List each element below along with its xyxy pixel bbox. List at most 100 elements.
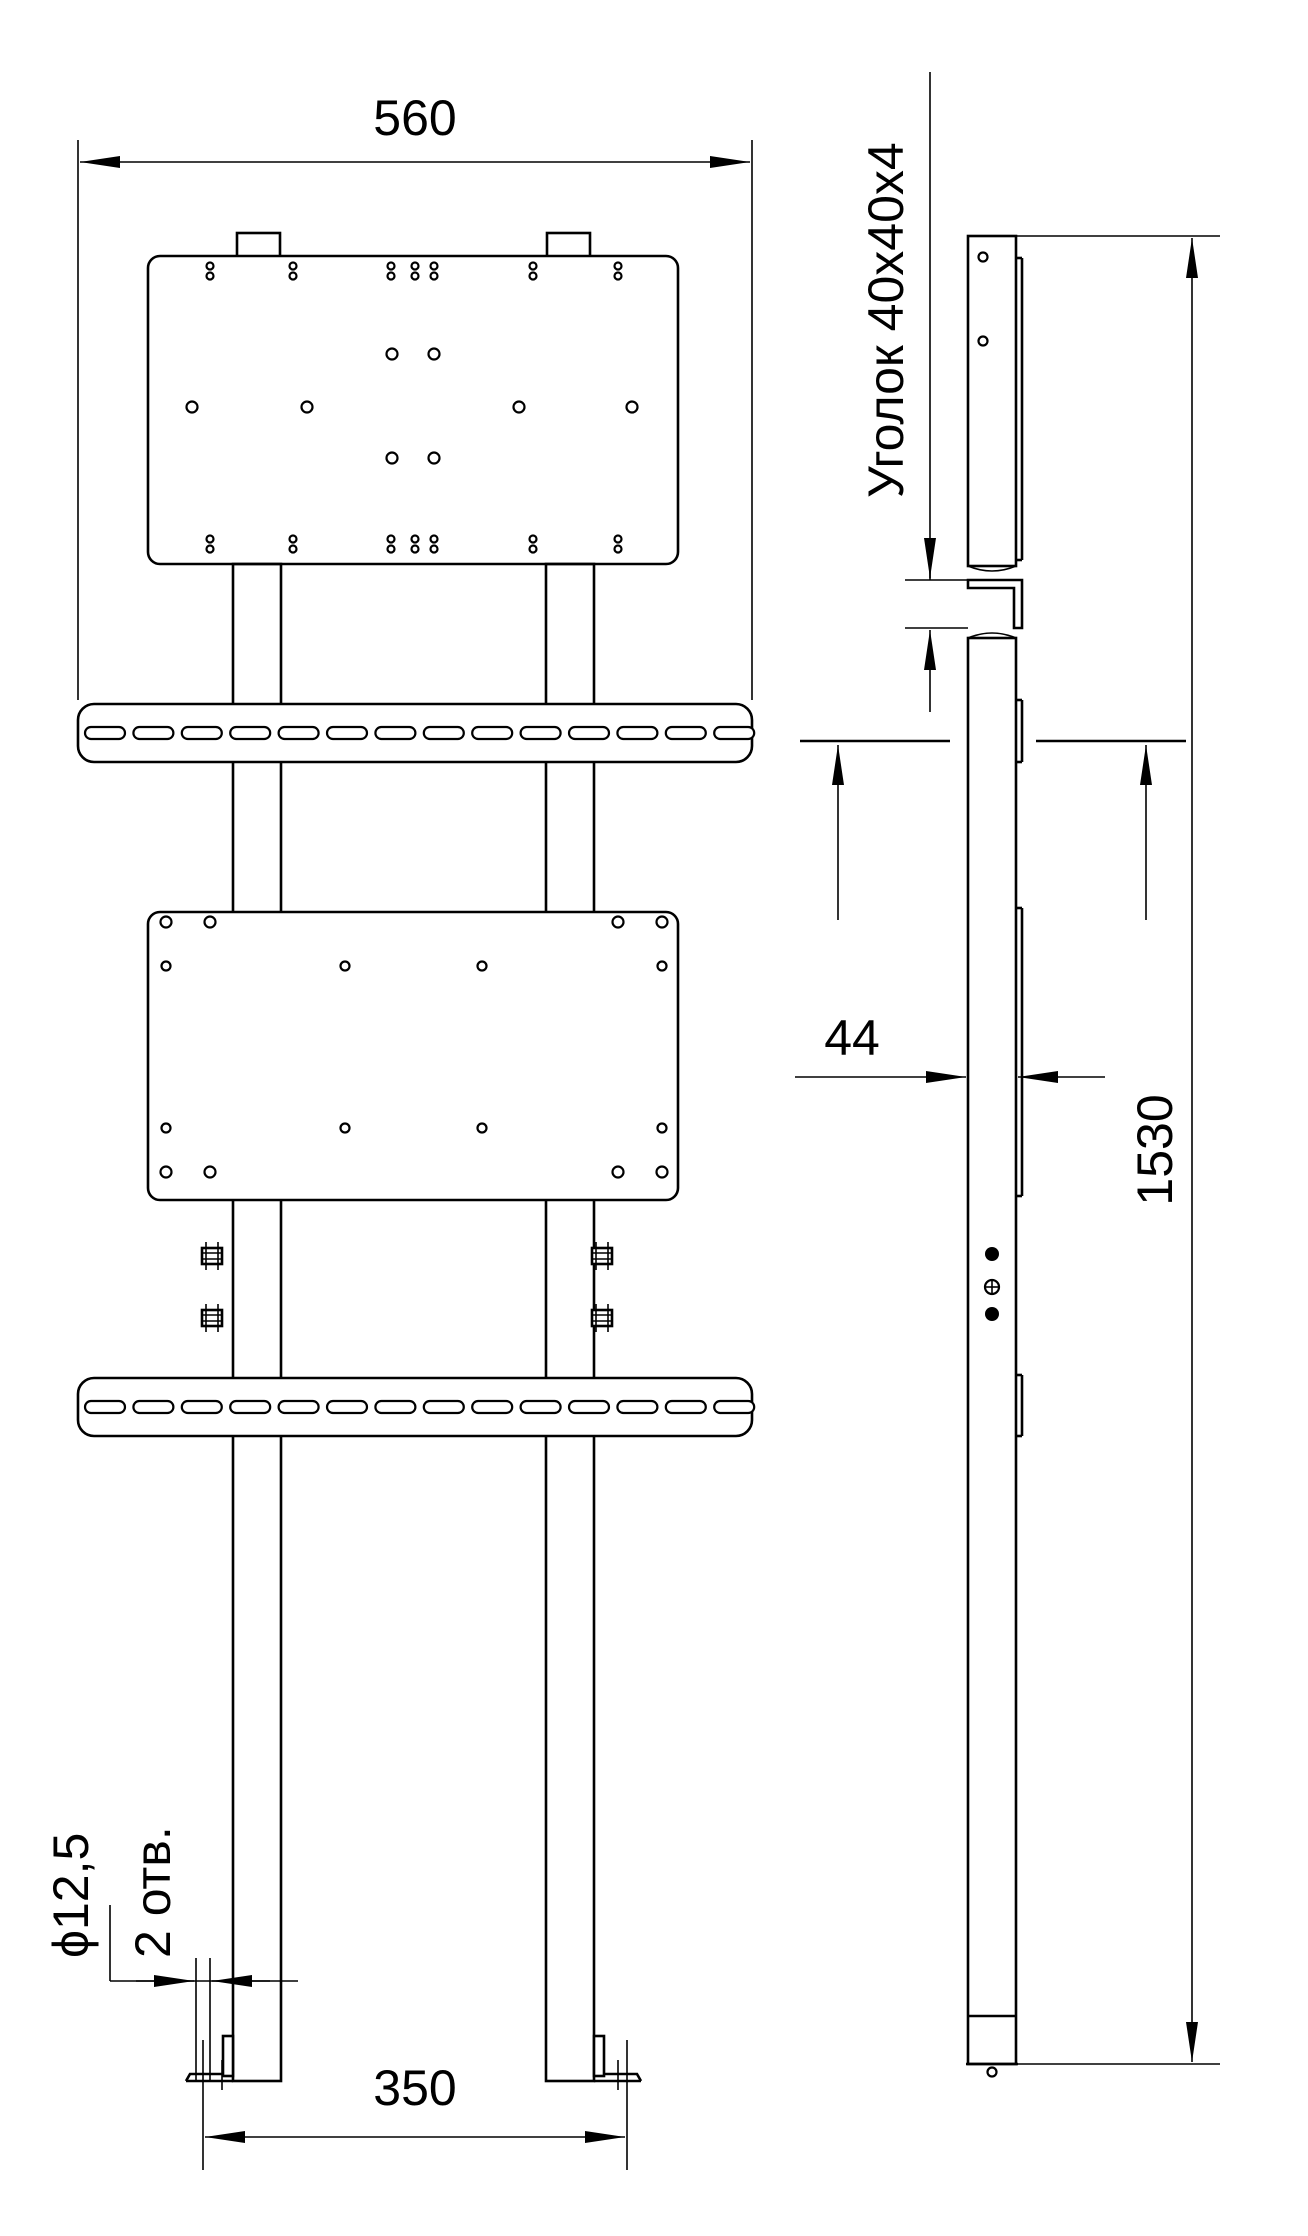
- mounting-hole: [655, 915, 669, 929]
- mounting-hole: [427, 347, 441, 361]
- crossbar-slot: [229, 1399, 272, 1415]
- mounting-hole: [611, 1165, 625, 1179]
- mounting-hole: [300, 400, 314, 414]
- crossbar-slot: [374, 725, 417, 741]
- mounting-hole: [160, 1122, 172, 1134]
- crossbar-slot: [616, 725, 659, 741]
- mounting-hole: [528, 271, 538, 281]
- hole-callout: ϕ12,5 2 отв.: [43, 1826, 298, 2080]
- mounting-hole: [613, 271, 623, 281]
- front-view: 560 350 ϕ12,5 2 отв.: [43, 90, 756, 2170]
- crossbar-slot: [664, 1399, 707, 1415]
- mounting-hole: [288, 544, 298, 554]
- mounting-hole: [288, 534, 298, 544]
- crossbar-slot: [664, 725, 707, 741]
- mounting-hole: [159, 915, 173, 929]
- crossbar-slot: [83, 725, 127, 741]
- crossbar-slot: [325, 1399, 369, 1415]
- mounting-hole: [512, 400, 526, 414]
- mounting-hole: [655, 1165, 669, 1179]
- crossbar-slot: [180, 725, 223, 741]
- mounting-hole: [410, 534, 420, 544]
- side-bolt: [590, 1304, 614, 1332]
- mounting-hole: [385, 451, 399, 465]
- mounting-hole: [656, 1122, 668, 1134]
- side-lower-segment: [966, 636, 1024, 2078]
- upper-slotted-crossbar: [76, 702, 756, 764]
- mounting-hole: [339, 960, 351, 972]
- mounting-hole: [476, 1122, 488, 1134]
- mounting-hole: [205, 534, 215, 544]
- angle-profile-callout: Уголок 40x40x4: [858, 72, 968, 712]
- mounting-hole: [656, 960, 668, 972]
- crossbar-slot: [374, 1399, 417, 1415]
- crossbar-slot: [713, 1399, 756, 1415]
- dimension-depth-44: 44: [795, 1010, 1105, 1083]
- mounting-hole: [160, 960, 172, 972]
- mounting-hole: [203, 1165, 217, 1179]
- mounting-hole: [410, 544, 420, 554]
- side-bolts: [200, 1242, 614, 1332]
- mounting-hole: [203, 915, 217, 929]
- crossbar-slot: [180, 1399, 223, 1415]
- dimension-width-560: 560: [77, 90, 753, 700]
- mounting-hole: [528, 534, 538, 544]
- mounting-hole: [429, 271, 439, 281]
- mounting-hole: [288, 261, 298, 271]
- mounting-hole: [205, 261, 215, 271]
- mounting-hole: [410, 271, 420, 281]
- mounting-hole: [429, 534, 439, 544]
- top-plate-holes: [185, 261, 639, 554]
- mounting-hole: [386, 544, 396, 554]
- mounting-hole: [613, 534, 623, 544]
- mounting-hole: [613, 261, 623, 271]
- dimension-height-1530: 1530: [1016, 235, 1220, 2065]
- mounting-hole: [528, 544, 538, 554]
- dimension-350-label: 350: [373, 2060, 456, 2116]
- dimension-base-350: 350: [202, 2040, 628, 2170]
- side-bolt: [200, 1304, 224, 1332]
- side-upper-segment: [966, 234, 1024, 568]
- crossbar-slot: [519, 725, 562, 741]
- crossbar-slot: [616, 1399, 659, 1415]
- top-mounting-plate: [146, 231, 680, 566]
- crossbar-slot: [713, 725, 756, 741]
- left-base-foot: [184, 2034, 235, 2090]
- side-bolt: [590, 1242, 614, 1270]
- mounting-hole: [611, 915, 625, 929]
- mounting-hole: [385, 347, 399, 361]
- crossbar-slot: [83, 1399, 127, 1415]
- mounting-hole: [528, 261, 538, 271]
- mounting-hole: [476, 960, 488, 972]
- mounting-hole: [205, 544, 215, 554]
- mounting-hole: [410, 261, 420, 271]
- left-upright: [231, 562, 283, 2083]
- crossbar-slot: [471, 1399, 514, 1415]
- crossbar-slot: [132, 725, 175, 741]
- side-view: Уголок 40x40x4 44 1530: [795, 72, 1220, 2078]
- mid-plate-holes: [159, 915, 669, 1179]
- mounting-hole: [429, 544, 439, 554]
- hole-count-label: 2 отв.: [125, 1826, 181, 1958]
- mounting-hole: [205, 271, 215, 281]
- crossbar-slot: [277, 1399, 320, 1415]
- side-bolt: [200, 1242, 224, 1270]
- mounting-hole: [339, 1122, 351, 1134]
- crossbar-slot: [471, 725, 514, 741]
- mounting-hole: [427, 451, 441, 465]
- mid-mounting-plate: [146, 910, 680, 1202]
- crossbar-slot: [325, 725, 369, 741]
- mounting-hole: [159, 1165, 173, 1179]
- mounting-hole: [386, 534, 396, 544]
- mounting-hole: [386, 271, 396, 281]
- section-cut-marks: [800, 739, 1186, 920]
- right-base-foot: [592, 2034, 643, 2090]
- mounting-hole: [429, 261, 439, 271]
- crossbar-slot: [567, 1399, 611, 1415]
- dimension-1530-label: 1530: [1127, 1094, 1183, 1205]
- crossbar-slot: [519, 1399, 562, 1415]
- mounting-hole: [185, 400, 199, 414]
- dimension-44-label: 44: [824, 1010, 880, 1066]
- dimension-560-label: 560: [373, 90, 456, 146]
